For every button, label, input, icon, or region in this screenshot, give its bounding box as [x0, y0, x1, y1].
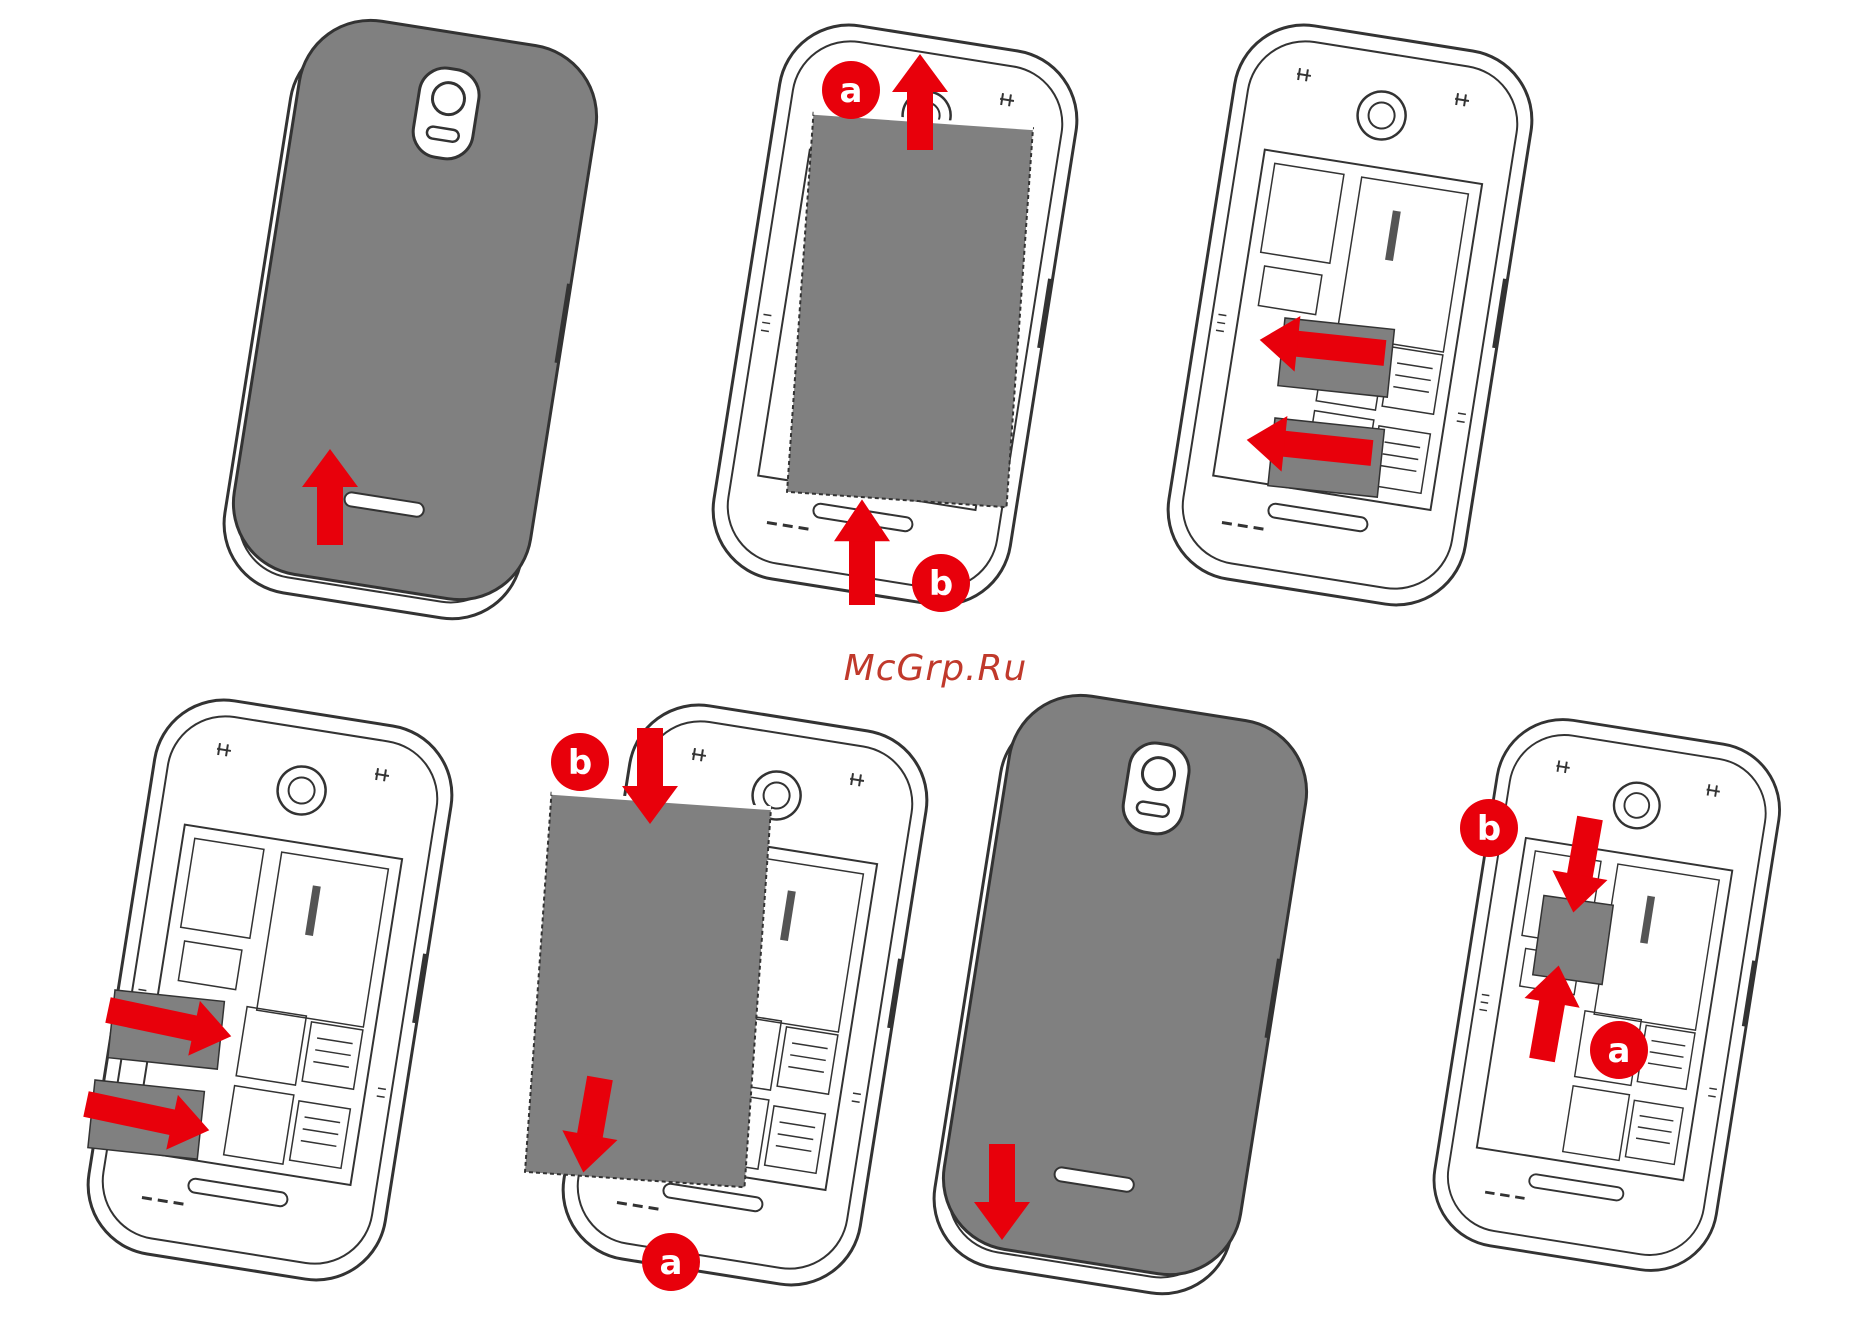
svg-text:b: b — [929, 564, 953, 604]
svg-text:b: b — [568, 743, 592, 783]
step-insert-memory-card — [1424, 710, 1789, 1280]
svg-text:a: a — [840, 71, 863, 111]
label-badge-b: b — [912, 554, 970, 612]
svg-text:b: b — [1477, 809, 1501, 849]
svg-text:a: a — [660, 1243, 683, 1283]
step-remove-battery — [703, 15, 1087, 615]
watermark-text: McGrp.Ru — [0, 648, 1871, 689]
step-remove-back-cover — [214, 9, 607, 630]
svg-text:a: a — [1608, 1031, 1631, 1071]
label-badge-a: a — [822, 61, 880, 119]
step-remove-sim-cards — [1158, 15, 1542, 615]
step-insert-sim-cards — [78, 690, 462, 1290]
label-badge-a: a — [642, 1233, 700, 1291]
label-badge-a: a — [1590, 1021, 1648, 1079]
label-badge-b: b — [1460, 799, 1518, 857]
label-badge-b: b — [551, 733, 609, 791]
